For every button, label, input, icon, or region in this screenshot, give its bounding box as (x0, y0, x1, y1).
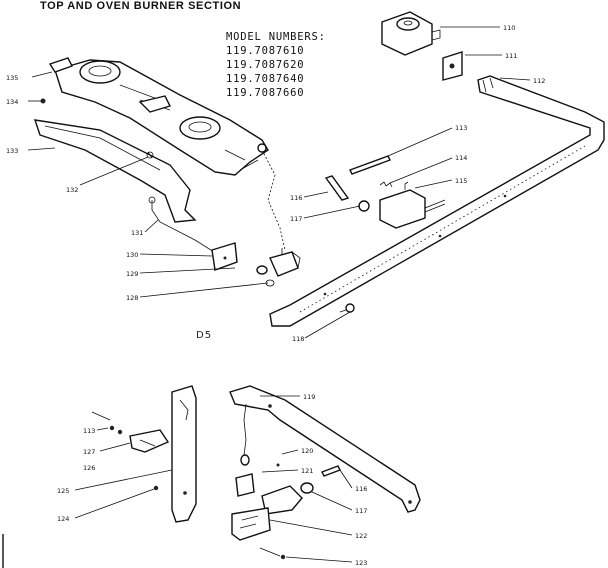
part-label: 118 (292, 335, 304, 343)
part-label: 125 (57, 487, 69, 495)
part-label: 134 (6, 98, 18, 106)
model-heading: MODEL NUMBERS: (226, 31, 326, 43)
part-label: 129 (126, 270, 138, 278)
part-label: 117 (290, 215, 302, 223)
part-label: 110 (503, 24, 515, 32)
section-label: D5 (196, 330, 213, 341)
part-label: 126 (83, 464, 95, 472)
model-number: 119.7087640 (226, 73, 305, 85)
top-burner-assembly (33, 57, 301, 287)
part-label: 122 (355, 532, 367, 540)
page-title: TOP AND OVEN BURNER SECTION (40, 0, 242, 12)
part-number-labels: 110 111 112 113 114 115 116 117 118 135 … (6, 24, 545, 567)
part-label: 123 (355, 559, 367, 567)
part-label: 130 (126, 251, 138, 259)
part-label: 121 (301, 467, 313, 475)
part-label: 131 (131, 229, 143, 237)
part-label: 128 (126, 294, 138, 302)
part-label: 115 (455, 177, 467, 185)
model-number: 119.7087610 (226, 45, 305, 57)
part-label: 116 (355, 485, 367, 493)
part-label: 114 (455, 154, 467, 162)
part-label: 112 (533, 77, 545, 85)
part-label: 124 (57, 515, 69, 523)
part-label: 127 (83, 448, 95, 456)
part-label: 113 (83, 427, 95, 435)
model-number: 119.7087660 (226, 87, 305, 99)
model-numbers-block: MODEL NUMBERS: 119.7087610 119.7087620 1… (226, 30, 326, 100)
part-label: 120 (301, 447, 313, 455)
part-label: 111 (505, 52, 517, 60)
manifold-assembly (269, 11, 605, 327)
part-label: 135 (6, 74, 18, 82)
model-number: 119.7087620 (226, 59, 305, 71)
part-label: 117 (355, 507, 367, 515)
part-label: 119 (303, 393, 315, 401)
part-label: 133 (6, 147, 18, 155)
part-label: 116 (290, 194, 302, 202)
oven-burner-assembly (2, 385, 421, 568)
leader-lines (27, 26, 531, 563)
part-label: 113 (455, 124, 467, 132)
part-label: 132 (66, 186, 78, 194)
